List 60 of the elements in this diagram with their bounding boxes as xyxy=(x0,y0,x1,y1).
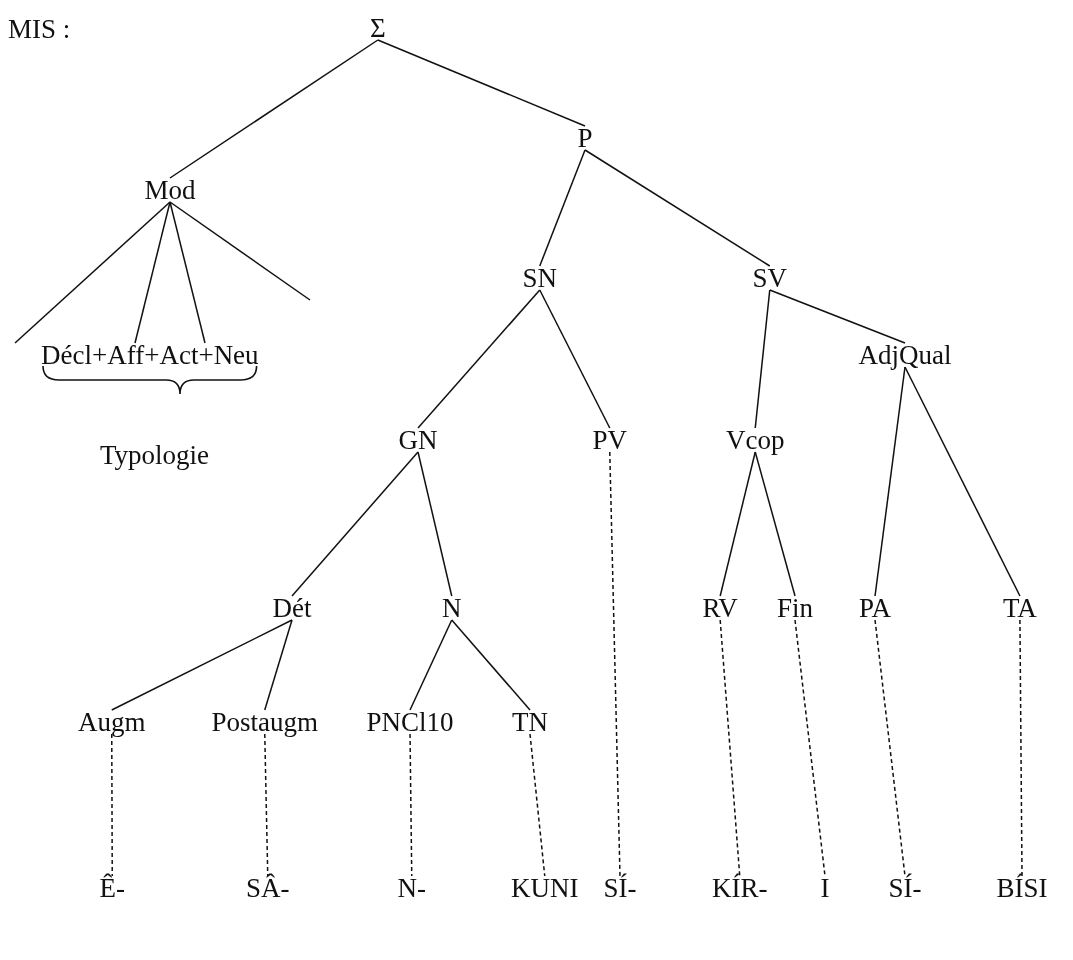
tree-node-label: PA xyxy=(857,593,894,623)
tree-node-label: Postaugm xyxy=(209,707,320,737)
tree-node-label: AdjQual xyxy=(856,340,954,370)
tree-node-label: SN xyxy=(520,263,559,293)
tree-node-label: Fin xyxy=(775,593,816,623)
dashed-branch-line xyxy=(1019,619,1023,877)
branch-line xyxy=(169,201,206,344)
morpheme-text: BÍSI xyxy=(994,873,1050,903)
branch-line xyxy=(169,201,311,301)
dashed-branch-line xyxy=(874,619,906,877)
morpheme-text: Ê- xyxy=(97,873,127,903)
tree-node-label: TN xyxy=(510,707,550,737)
branch-line xyxy=(417,451,453,597)
tree-node-label: Augm xyxy=(76,707,148,737)
branch-line xyxy=(584,149,771,267)
branch-line xyxy=(169,39,379,179)
heading-label: MIS : xyxy=(8,14,71,44)
morpheme-text: KUNI xyxy=(509,873,581,903)
tree-node-label: GN xyxy=(396,425,440,455)
tree-node-label: Vcop xyxy=(724,425,787,455)
branch-line xyxy=(539,289,611,429)
tree-node-label: N xyxy=(440,593,464,623)
branch-line xyxy=(14,201,171,344)
tree-node-label: TA xyxy=(1001,593,1039,623)
tree-node-label: P xyxy=(575,123,595,153)
branch-line xyxy=(769,289,906,344)
tree-node-label: Σ xyxy=(368,13,388,43)
dashed-branch-line xyxy=(409,733,413,877)
dashed-branch-line xyxy=(111,733,113,877)
branch-line xyxy=(264,619,293,711)
tree-node-label: Dét xyxy=(270,593,314,623)
tree-node-label: PV xyxy=(590,425,629,455)
tree-node-label: Mod xyxy=(142,175,198,205)
dashed-branch-line xyxy=(794,619,826,877)
tree-node-label: PNCl10 xyxy=(364,707,456,737)
morpheme-text: KÍR- xyxy=(710,873,770,903)
branch-line xyxy=(409,619,453,711)
branch-line xyxy=(134,201,171,344)
morpheme-text: I xyxy=(818,873,832,903)
branch-line xyxy=(754,451,796,597)
group-label: Typologie xyxy=(100,440,210,470)
tree-node-label: RV xyxy=(700,593,740,623)
branch-line xyxy=(754,289,771,429)
morpheme-text: SÍ- xyxy=(601,873,639,903)
tree-node-label: Décl+Aff+Act+Neu xyxy=(39,340,261,370)
tree-node-label: SV xyxy=(750,263,789,293)
branch-line xyxy=(874,366,906,597)
morpheme-text: SÍ- xyxy=(886,873,924,903)
dashed-branch-line xyxy=(609,451,621,877)
branch-line xyxy=(719,451,756,597)
morpheme-text: SÂ- xyxy=(244,873,292,903)
branch-line xyxy=(904,366,1021,597)
morpheme-text: N- xyxy=(395,873,428,903)
dashed-branch-line xyxy=(529,733,546,877)
branch-line xyxy=(111,619,293,711)
branch-line xyxy=(377,39,586,127)
branch-line xyxy=(451,619,531,711)
branch-line xyxy=(539,149,586,267)
branch-line xyxy=(291,451,419,597)
branch-line xyxy=(417,289,541,429)
